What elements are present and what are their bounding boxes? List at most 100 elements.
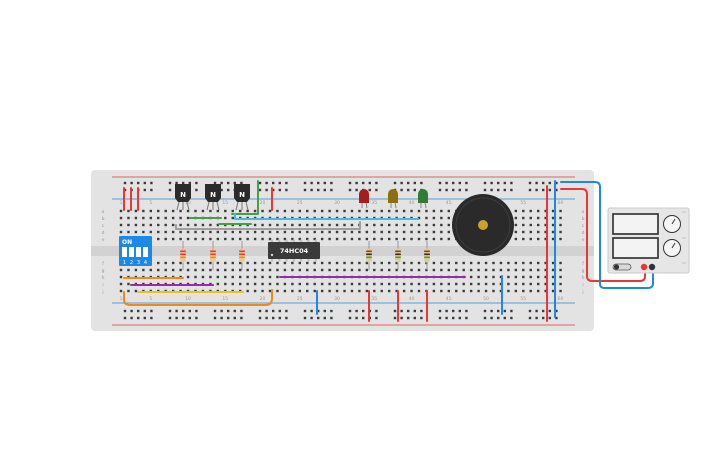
rail-hole[interactable] <box>195 316 198 320</box>
breadboard-hole[interactable] <box>417 223 421 227</box>
rail-hole[interactable] <box>413 316 416 320</box>
breadboard-hole[interactable] <box>477 261 480 265</box>
wire-orange-loop[interactable] <box>123 289 273 306</box>
breadboard-hole[interactable] <box>276 209 279 213</box>
rail-hole[interactable] <box>490 188 493 192</box>
rail-hole[interactable] <box>323 181 326 185</box>
rail-hole[interactable] <box>458 188 461 192</box>
breadboard-hole[interactable] <box>537 268 540 272</box>
breadboard-hole[interactable] <box>179 268 182 272</box>
breadboard-hole[interactable] <box>373 209 376 213</box>
breadboard-hole[interactable] <box>127 268 130 272</box>
breadboard-hole[interactable] <box>447 216 450 220</box>
rail-hole[interactable] <box>348 188 352 192</box>
rail-hole[interactable] <box>303 309 307 313</box>
rail-hole[interactable] <box>535 188 538 192</box>
breadboard-hole[interactable] <box>261 237 264 241</box>
breadboard-hole[interactable] <box>410 237 413 241</box>
rail-hole[interactable] <box>272 181 275 185</box>
breadboard-hole[interactable] <box>306 268 309 272</box>
rail-hole[interactable] <box>227 188 230 192</box>
breadboard-hole[interactable] <box>343 230 346 234</box>
rail-hole[interactable] <box>542 181 545 185</box>
rail-hole[interactable] <box>542 188 545 192</box>
breadboard-hole[interactable] <box>164 237 167 241</box>
rail-hole[interactable] <box>355 316 358 320</box>
breadboard-hole[interactable] <box>164 223 167 227</box>
rail-hole[interactable] <box>182 316 185 320</box>
rail-hole[interactable] <box>483 188 487 192</box>
breadboard-hole[interactable] <box>522 282 525 286</box>
breadboard-hole[interactable] <box>365 282 369 286</box>
wire-blue-supply[interactable] <box>560 181 654 289</box>
breadboard-hole[interactable] <box>425 282 428 286</box>
breadboard-hole[interactable] <box>529 237 532 241</box>
rail-hole[interactable] <box>317 309 320 313</box>
breadboard-hole[interactable] <box>417 216 421 220</box>
breadboard-hole[interactable] <box>179 209 182 213</box>
rail-hole[interactable] <box>528 309 532 313</box>
rail-hole[interactable] <box>483 309 487 313</box>
breadboard-hole[interactable] <box>157 223 160 227</box>
breadboard-hole[interactable] <box>537 289 540 293</box>
breadboard-hole[interactable] <box>253 237 257 241</box>
breadboard-hole[interactable] <box>209 268 212 272</box>
breadboard-hole[interactable] <box>231 261 234 265</box>
breadboard-hole[interactable] <box>253 268 257 272</box>
rail-hole[interactable] <box>213 316 217 320</box>
rail-hole[interactable] <box>175 309 178 313</box>
breadboard-hole[interactable] <box>388 223 391 227</box>
rail-hole[interactable] <box>130 316 133 320</box>
breadboard-hole[interactable] <box>261 223 264 227</box>
breadboard-hole[interactable] <box>432 261 436 265</box>
dip-toggle-3[interactable] <box>136 247 141 257</box>
breadboard-hole[interactable] <box>447 268 450 272</box>
breadboard-hole[interactable] <box>529 282 532 286</box>
breadboard-hole[interactable] <box>246 209 249 213</box>
breadboard-hole[interactable] <box>186 230 190 234</box>
rail-hole[interactable] <box>548 188 551 192</box>
rail-hole[interactable] <box>528 316 532 320</box>
breadboard-hole[interactable] <box>164 261 167 265</box>
breadboard-hole[interactable] <box>522 223 525 227</box>
breadboard-hole[interactable] <box>313 261 316 265</box>
breadboard-hole[interactable] <box>283 289 287 293</box>
breadboard-hole[interactable] <box>268 223 272 227</box>
breadboard-hole[interactable] <box>343 261 346 265</box>
resistor-left-3[interactable] <box>239 241 245 270</box>
breadboard-hole[interactable] <box>149 230 152 234</box>
breadboard-hole[interactable] <box>469 261 473 265</box>
rail-hole[interactable] <box>420 316 423 320</box>
breadboard-hole[interactable] <box>365 209 369 213</box>
breadboard-hole[interactable] <box>388 268 391 272</box>
breadboard-hole[interactable] <box>127 223 130 227</box>
breadboard-hole[interactable] <box>514 282 518 286</box>
breadboard-hole[interactable] <box>328 289 331 293</box>
transistor-2[interactable]: N <box>205 184 221 211</box>
rail-hole[interactable] <box>483 316 487 320</box>
breadboard-hole[interactable] <box>499 268 503 272</box>
breadboard-hole[interactable] <box>507 289 510 293</box>
dip-switch[interactable]: ON 1 2 3 4 <box>119 236 152 266</box>
breadboard-hole[interactable] <box>499 261 503 265</box>
rail-hole[interactable] <box>528 188 532 192</box>
breadboard-hole[interactable] <box>410 209 413 213</box>
breadboard-hole[interactable] <box>544 216 547 220</box>
led-red[interactable] <box>359 189 369 209</box>
rail-hole[interactable] <box>150 309 153 313</box>
rail-hole[interactable] <box>452 181 455 185</box>
breadboard-hole[interactable] <box>157 230 160 234</box>
breadboard-hole[interactable] <box>522 230 525 234</box>
led-yellow[interactable] <box>388 189 398 209</box>
breadboard-hole[interactable] <box>306 230 309 234</box>
breadboard-hole[interactable] <box>559 209 562 213</box>
breadboard-hole[interactable] <box>246 237 249 241</box>
rail-hole[interactable] <box>400 316 403 320</box>
resistor-right-2[interactable] <box>395 241 401 270</box>
breadboard-hole[interactable] <box>507 275 510 279</box>
breadboard-hole[interactable] <box>365 237 369 241</box>
breadboard-hole[interactable] <box>224 216 227 220</box>
breadboard-hole[interactable] <box>522 209 525 213</box>
breadboard-hole[interactable] <box>499 289 503 293</box>
breadboard-hole[interactable] <box>298 209 301 213</box>
